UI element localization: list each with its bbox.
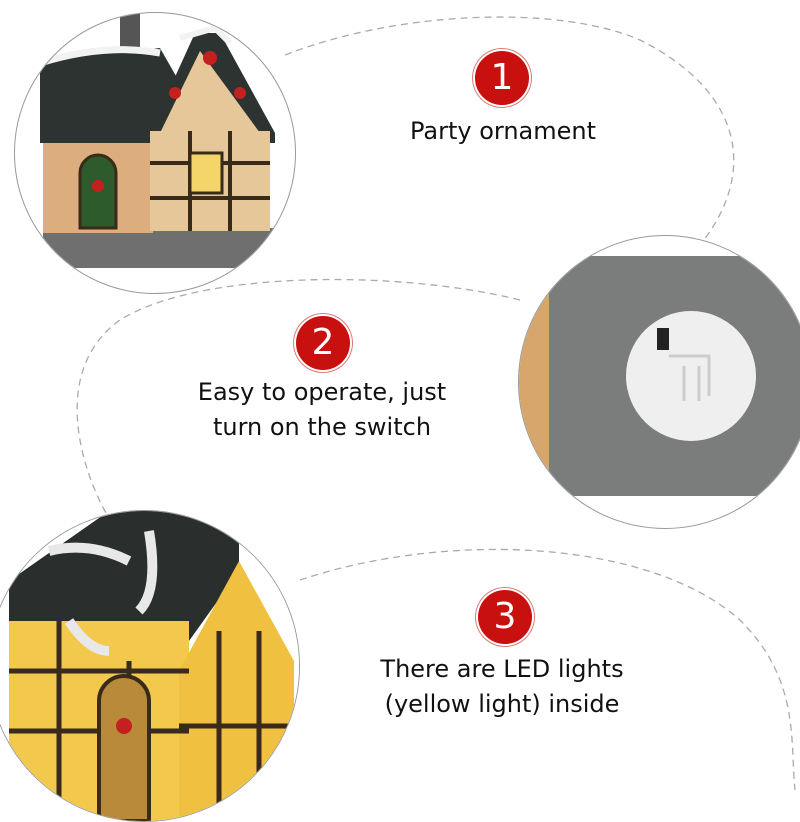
battery-switch-image: [519, 256, 800, 496]
switch-photo-circle: [518, 235, 800, 529]
caption-line: Easy to operate, just: [197, 378, 447, 406]
christmas-house-image: [38, 13, 275, 268]
caption-line: (yellow light) inside: [384, 690, 620, 718]
feature-number-badge-2: 2: [296, 316, 350, 370]
lit-christmas-house-image: [0, 511, 299, 821]
caption-line: Party ornament: [409, 117, 597, 145]
caption-line: There are LED lights: [380, 655, 624, 683]
feature-caption-3: There are LED lights (yellow light) insi…: [380, 652, 623, 722]
lit-house-photo-circle: [0, 510, 300, 822]
feature-caption-1: Party ornament: [410, 114, 596, 149]
feature-caption-2: Easy to operate, just turn on the switch: [198, 375, 446, 445]
dashed-connectors: [76, 16, 796, 791]
feature-number-badge-1: 1: [475, 51, 529, 105]
house-photo-circle: [14, 12, 296, 294]
caption-line: turn on the switch: [212, 413, 432, 441]
feature-number-badge-3: 3: [478, 590, 532, 644]
